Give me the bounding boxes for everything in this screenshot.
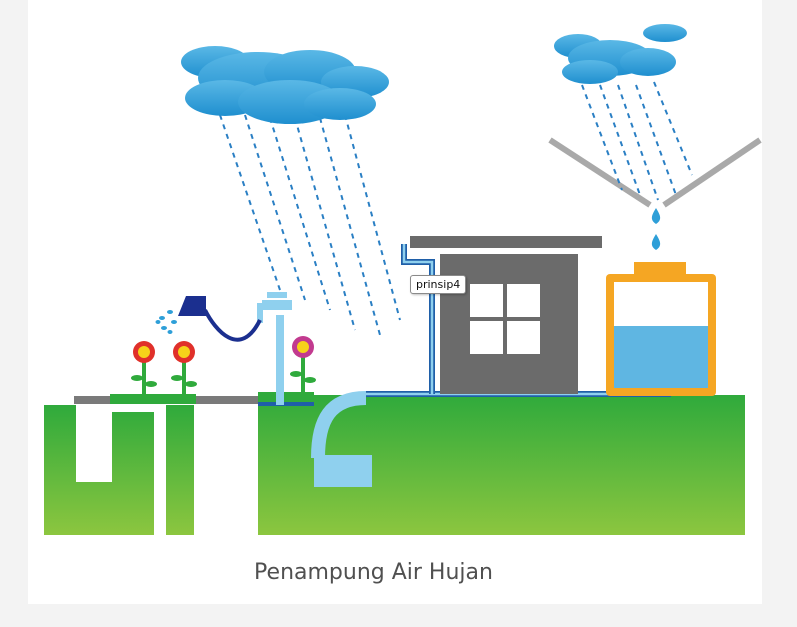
gutter-icon	[548, 137, 762, 250]
drain-pit-icon	[76, 405, 162, 535]
diagram-caption: Penampung Air Hujan	[254, 560, 493, 585]
flower-icon	[131, 341, 157, 396]
house-icon	[410, 236, 602, 394]
flower-icon	[290, 336, 316, 394]
water-drop	[651, 208, 661, 224]
grass-strip-right	[258, 392, 314, 400]
rain-icon	[581, 81, 693, 201]
spray-drops	[155, 310, 177, 334]
soil-strip-right	[194, 396, 258, 404]
faucet-icon	[257, 292, 292, 405]
ground	[44, 392, 745, 535]
basin-box	[314, 455, 372, 487]
cloud-icon	[554, 34, 676, 84]
house-roof	[410, 236, 602, 248]
tank-cap	[634, 262, 686, 274]
hose-icon	[155, 296, 262, 342]
cloud-icon	[643, 24, 687, 42]
rain-icon	[219, 114, 401, 336]
grass-strip	[110, 394, 196, 404]
tooltip: prinsip4	[410, 275, 467, 294]
flower-icon	[171, 341, 197, 396]
hose-nozzle	[178, 296, 206, 316]
inflow-pipe	[311, 391, 367, 459]
basin	[311, 391, 372, 487]
downspout	[401, 244, 435, 394]
water-drop	[651, 234, 661, 250]
water-tank-icon	[606, 262, 716, 396]
window-icon	[470, 284, 540, 354]
tank-water	[614, 326, 708, 388]
ground-middle-block	[166, 405, 194, 535]
cloud-icon	[181, 46, 389, 124]
